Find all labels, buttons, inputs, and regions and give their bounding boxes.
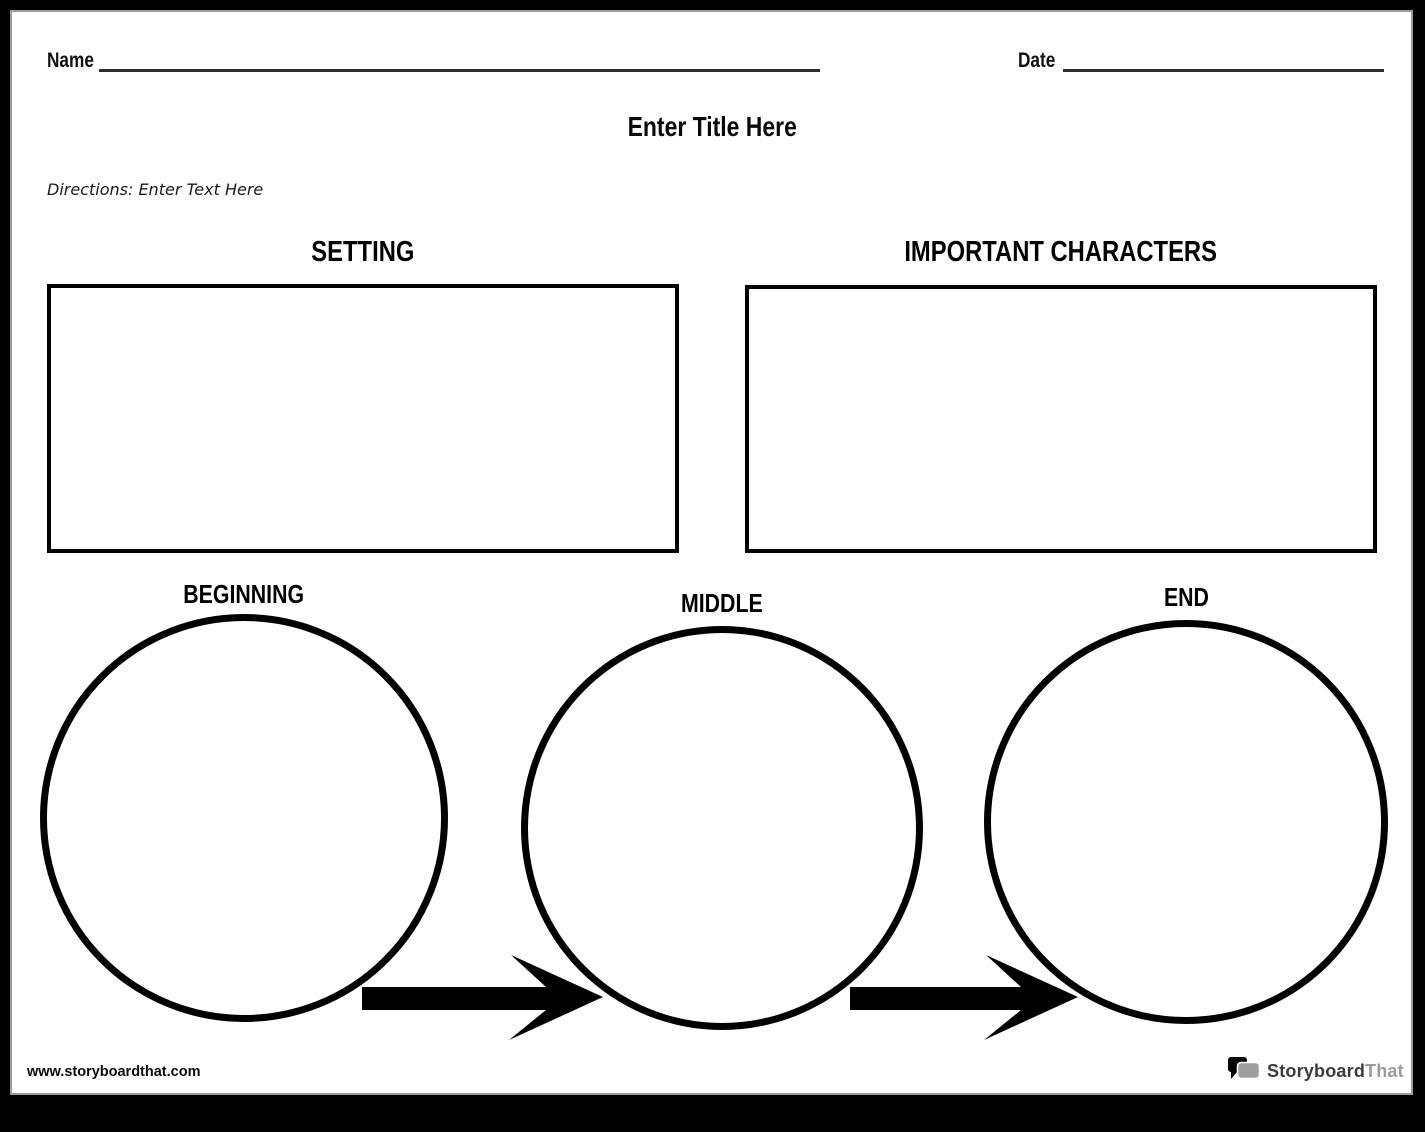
logo-text-secondary: That bbox=[1365, 1060, 1404, 1081]
name-label-text: Name bbox=[47, 49, 94, 72]
middle-label-text: MIDDLE bbox=[681, 588, 763, 618]
end-label: END bbox=[1036, 582, 1336, 613]
middle-circle[interactable] bbox=[521, 626, 923, 1030]
website-url-text: www.storyboardthat.com bbox=[27, 1064, 201, 1080]
characters-heading: IMPORTANT CHARACTERS bbox=[745, 236, 1377, 269]
characters-heading-text: IMPORTANT CHARACTERS bbox=[904, 236, 1218, 268]
middle-label: MIDDLE bbox=[572, 588, 872, 619]
beginning-label-text: BEGINNING bbox=[183, 579, 305, 609]
date-write-line[interactable] bbox=[1063, 48, 1384, 72]
end-circle[interactable] bbox=[984, 620, 1388, 1024]
directions-placeholder: Directions: Enter Text Here bbox=[47, 180, 264, 199]
date-label: Date bbox=[1018, 49, 1064, 73]
name-label: Name bbox=[47, 49, 104, 73]
name-write-line[interactable] bbox=[99, 48, 820, 72]
characters-write-box[interactable] bbox=[745, 285, 1377, 553]
arrow-right-icon bbox=[362, 955, 603, 1040]
arrow-right-icon bbox=[850, 955, 1078, 1040]
speech-bubbles-icon bbox=[1228, 1057, 1261, 1080]
website-url: www.storyboardthat.com bbox=[27, 1064, 200, 1080]
directions-text[interactable]: Directions: Enter Text Here bbox=[47, 180, 263, 199]
date-label-text: Date bbox=[1018, 49, 1056, 72]
worksheet-title-text: Enter Title Here bbox=[627, 111, 798, 142]
end-label-text: END bbox=[1163, 582, 1209, 612]
setting-heading-text: SETTING bbox=[311, 236, 415, 268]
worksheet-title[interactable]: Enter Title Here bbox=[0, 111, 1425, 143]
setting-heading: SETTING bbox=[47, 236, 679, 269]
storyboardthat-logo: StoryboardThat bbox=[1227, 1052, 1404, 1090]
setting-write-box[interactable] bbox=[47, 284, 679, 553]
logo-text-primary: Storyboard bbox=[1267, 1060, 1366, 1081]
beginning-label: BEGINNING bbox=[94, 579, 394, 610]
beginning-circle[interactable] bbox=[40, 614, 448, 1022]
